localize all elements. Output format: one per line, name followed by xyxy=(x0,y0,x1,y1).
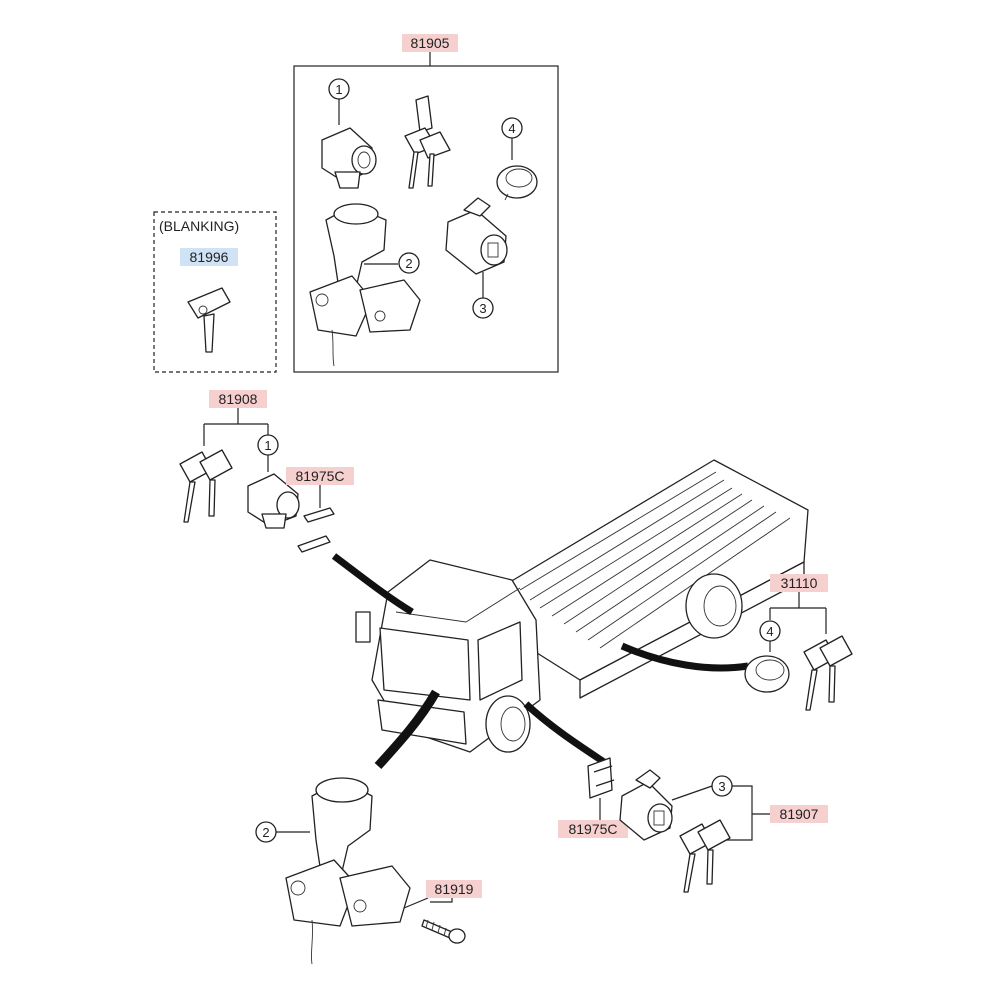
key-pair-icon-right xyxy=(803,635,853,711)
key-pair-icon-left xyxy=(179,449,233,523)
ignition-switch-icon-lower xyxy=(285,777,411,965)
blanking-frame xyxy=(153,211,277,373)
label-81975C-upper[interactable]: 81975C xyxy=(295,468,344,484)
lock-cylinder-icon xyxy=(321,127,377,189)
ignition-switch-group: 2 81919 xyxy=(255,777,482,965)
pointer-arrows xyxy=(331,553,749,770)
screw-icon xyxy=(421,919,466,944)
fuel-cap-icon xyxy=(496,165,538,201)
callout-2-top: 2 xyxy=(405,256,412,271)
callout-1: 1 xyxy=(335,82,342,97)
label-81996-bg xyxy=(180,248,238,266)
lock-kit-group: 81905 1 4 xyxy=(293,34,559,373)
callout-2-lower: 2 xyxy=(262,825,269,840)
label-31110[interactable]: 31110 xyxy=(781,575,818,591)
label-81919[interactable]: 81919 xyxy=(435,881,474,897)
label-81905-bg xyxy=(402,34,458,52)
key-cylinder-set-left: 81908 1 xyxy=(179,390,300,529)
fuel-cap-key-set-group: 31110 4 xyxy=(744,574,853,711)
label-81975C-lower[interactable]: 81975C xyxy=(568,821,617,837)
fuel-cap-icon-right xyxy=(744,655,790,693)
door-lock-cylinder-icon-lower xyxy=(619,769,673,841)
blanking-group: (BLANKING) 81996 xyxy=(153,211,277,373)
callout-1-left: 1 xyxy=(264,438,271,453)
lock-cylinder-icon-left xyxy=(247,473,300,529)
bracket-upper-group: 81975C xyxy=(286,467,354,553)
blank-key-icon xyxy=(187,287,231,353)
ignition-switch-icon xyxy=(309,203,421,367)
door-key-set-group: 81975C 3 81907 xyxy=(558,757,828,893)
callout-3-lower: 3 xyxy=(718,779,725,794)
callout-3-top: 3 xyxy=(479,301,486,316)
callout-4-top: 4 xyxy=(508,121,515,136)
label-81908[interactable]: 81908 xyxy=(219,391,258,407)
door-lock-cylinder-icon xyxy=(445,197,508,275)
callout-4-right: 4 xyxy=(766,624,773,639)
key-pair-icon-lower xyxy=(679,819,731,893)
label-81996[interactable]: 81996 xyxy=(190,249,229,265)
label-81907[interactable]: 81907 xyxy=(780,806,819,822)
blanking-heading: (BLANKING) xyxy=(159,218,239,234)
key-pair-icon xyxy=(404,95,451,189)
label-81905[interactable]: 81905 xyxy=(411,35,450,51)
kit-frame xyxy=(293,65,559,373)
truck-illustration xyxy=(355,459,809,753)
